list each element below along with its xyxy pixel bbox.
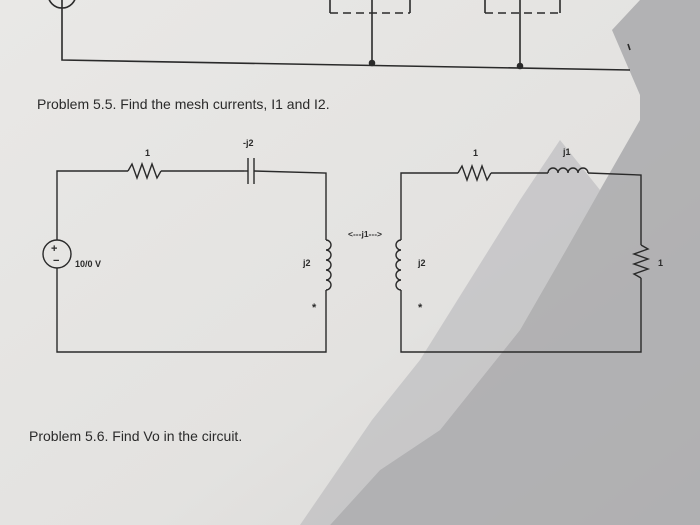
voltage-source	[42, 239, 72, 269]
resistor-right-mesh-vertical	[631, 244, 651, 279]
inductor-right-mesh-j1	[547, 167, 589, 174]
capacitor-label: -j2	[243, 138, 254, 148]
inductor-left-mesh	[325, 239, 332, 291]
hand-shadow	[330, 0, 700, 525]
right-inductor-dot: *	[418, 302, 423, 314]
source-voltage-label: 10/0 V	[75, 259, 102, 269]
resistor-right-label: 1	[473, 148, 479, 158]
j1-inductor-label: j1	[563, 147, 571, 157]
right-mesh	[395, 163, 651, 353]
vertical-resistor-label: 1	[658, 258, 664, 268]
mutual-coupling-label: <---j1--->	[348, 229, 382, 239]
resistor-left-label: 1	[145, 148, 151, 158]
left-mesh	[42, 158, 332, 353]
previous-circuit-fragment	[48, 0, 631, 71]
resistor-right-mesh	[457, 163, 492, 183]
left-inductor-label: j2	[303, 258, 311, 268]
inductor-right-mesh-coupled	[395, 239, 402, 291]
left-inductor-dot: *	[312, 302, 317, 314]
problem-5-5-statement: Problem 5.5. Find the mesh currents, I1 …	[37, 96, 330, 112]
resistor-left-mesh	[127, 161, 162, 181]
source-plus-sign: +	[51, 243, 58, 255]
right-coupled-inductor-label: j2	[418, 258, 426, 268]
source-minus-sign: −	[53, 255, 60, 267]
problem-5-6-statement: Problem 5.6. Find Vo in the circuit.	[29, 428, 243, 444]
